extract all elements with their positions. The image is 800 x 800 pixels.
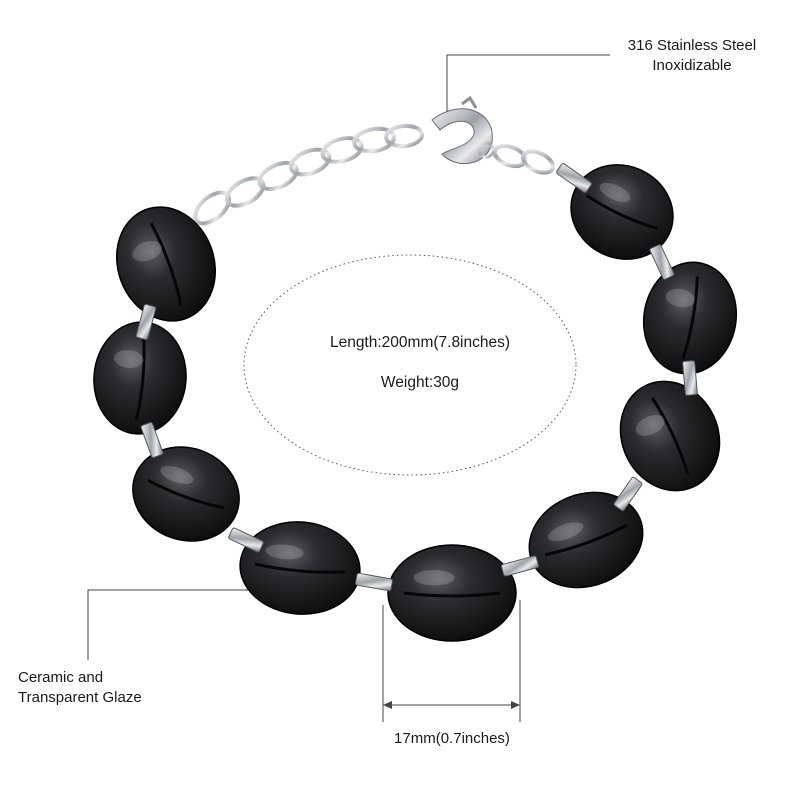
ceramic-callout-line-1: Ceramic and <box>18 669 104 686</box>
width-arrow-right <box>511 701 520 709</box>
ceramic-bead <box>528 491 644 589</box>
ceramic-material-callout: Ceramic and Transparent Glaze <box>18 668 178 708</box>
steel-connector-bar <box>556 163 592 193</box>
steel-connector-bar <box>501 555 539 577</box>
steel-connector-bar <box>682 360 698 396</box>
width-spec: 17mm(0.7inches) <box>394 730 510 747</box>
ceramic-bead <box>387 544 517 642</box>
ceramic-bead <box>115 206 217 322</box>
width-arrow-left <box>383 701 392 709</box>
steel-callout-line-1: 316 Stainless Steel <box>627 37 757 54</box>
steel-connector-bar <box>613 476 643 512</box>
steel-material-callout: 316 Stainless Steel Inoxidizable <box>612 36 772 76</box>
steel-connector-bar <box>140 422 164 458</box>
ceramic-leader-line <box>87 589 248 660</box>
ceramic-bead <box>570 164 674 260</box>
ceramic-bead <box>239 521 361 615</box>
weight-spec: Weight:30g <box>380 374 460 391</box>
steel-connector-bar <box>649 244 675 280</box>
ceramic-callout-line-2: Transparent Glaze <box>18 689 142 706</box>
steel-callout-line-2: Inoxidizable <box>652 57 732 74</box>
spec-ellipse <box>243 254 577 476</box>
steel-connector-bar <box>355 572 393 592</box>
steel-connector-bar <box>228 527 264 553</box>
steel-leader-line <box>446 54 610 112</box>
steel-chain <box>193 123 555 226</box>
length-spec: Length:200mm(7.8inches) <box>329 334 511 351</box>
ceramic-bead <box>642 261 738 375</box>
ceramic-bead <box>619 380 721 492</box>
lobster-clasp <box>431 95 495 164</box>
steel-connector-bar <box>135 303 157 341</box>
ceramic-bead <box>132 446 240 542</box>
